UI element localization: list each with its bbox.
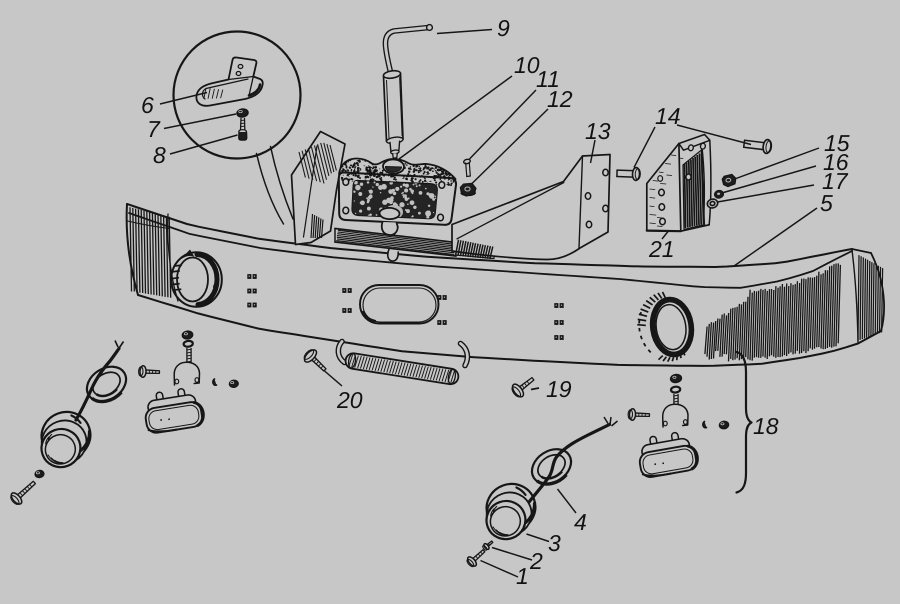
svg-text:2: 2 xyxy=(529,548,543,574)
svg-text:21: 21 xyxy=(648,236,675,262)
svg-text:7: 7 xyxy=(147,116,161,142)
svg-text:18: 18 xyxy=(753,413,779,439)
svg-text:3: 3 xyxy=(548,530,561,556)
svg-text:5: 5 xyxy=(820,190,833,216)
svg-text:19: 19 xyxy=(546,376,572,402)
svg-text:6: 6 xyxy=(141,92,154,118)
svg-text:12: 12 xyxy=(547,86,573,112)
svg-text:14: 14 xyxy=(655,103,681,129)
svg-text:8: 8 xyxy=(153,142,166,168)
svg-text:9: 9 xyxy=(497,15,510,41)
svg-text:20: 20 xyxy=(336,387,363,413)
svg-text:13: 13 xyxy=(585,118,611,144)
svg-text:1: 1 xyxy=(516,563,529,589)
